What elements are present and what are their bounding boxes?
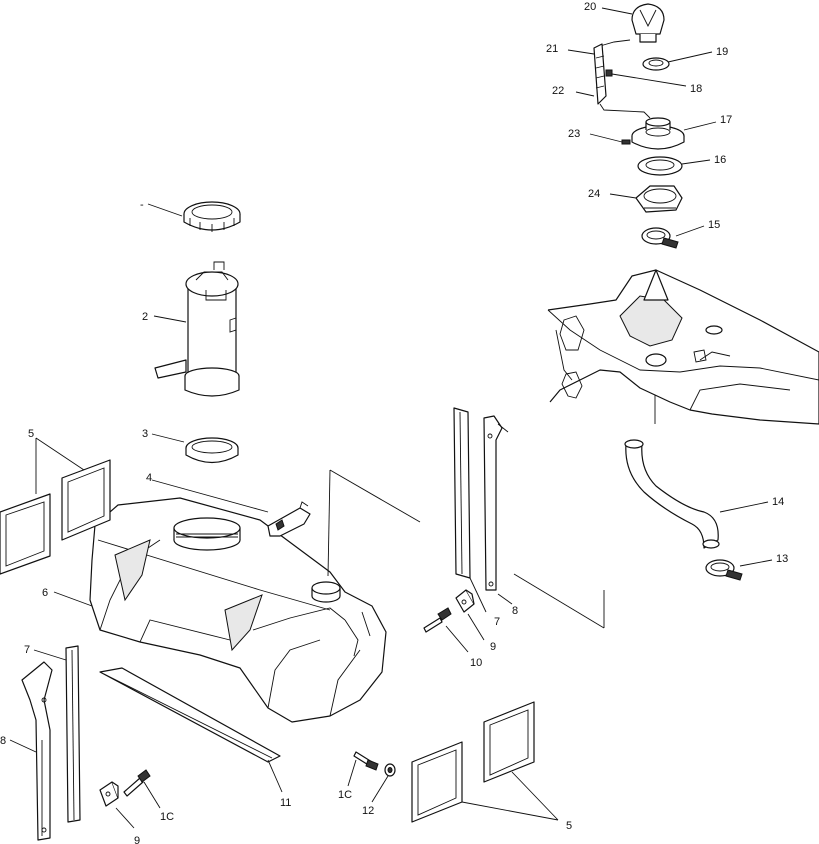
body-panel [547, 269, 819, 425]
strap-right-8 [483, 415, 509, 591]
frame-outline [327, 469, 605, 629]
label-6: 6 [42, 587, 48, 599]
callout-labels: - 2 3 4 5 6 7 8 9 1C 11 1C 12 5 7 8 9 10… [0, 1, 788, 844]
filler-neck [631, 117, 685, 150]
fuel-pump-module [154, 261, 240, 397]
strap-right-7 [453, 407, 471, 579]
bracket-right [455, 589, 475, 613]
filler-nut [635, 185, 683, 213]
label-lock-ring: - [140, 199, 144, 211]
pads-left [0, 459, 111, 575]
hose-clamp-upper [641, 227, 679, 249]
label-16: 16 [714, 154, 726, 166]
bolt-right [423, 607, 452, 633]
label-13: 13 [776, 553, 788, 565]
hose-clamp-lower [705, 559, 743, 581]
bracket-bottom-left [99, 781, 119, 807]
label-9-right: 9 [490, 641, 496, 653]
label-20: 20 [584, 1, 596, 13]
label-24: 24 [588, 188, 600, 200]
label-7-left: 7 [24, 644, 30, 656]
leader-lines [9, 7, 773, 829]
label-5-bottom: 5 [566, 820, 572, 832]
label-8-right: 8 [512, 605, 518, 617]
strap-long [99, 667, 281, 763]
filler-gasket [637, 156, 683, 176]
washer [384, 763, 396, 777]
filler-hose [624, 439, 720, 549]
label-8-left: 8 [0, 735, 6, 747]
strap-left-7 [65, 645, 81, 823]
pads-bottom [411, 701, 535, 823]
seal-ring [185, 437, 239, 464]
fuel-cap [631, 3, 665, 43]
cap-tether [593, 39, 651, 119]
label-3: 3 [142, 428, 148, 440]
label-14: 14 [772, 496, 784, 508]
bolt-bottom-left [123, 769, 151, 797]
label-5-left: 5 [28, 428, 34, 440]
label-23: 23 [568, 128, 580, 140]
label-11: 11 [280, 797, 291, 809]
filler-ring [642, 57, 670, 71]
fuel-tank [89, 497, 387, 723]
label-12: 12 [362, 805, 374, 817]
label-10-left: 1C [160, 811, 174, 823]
label-9-left: 9 [134, 835, 140, 844]
label-7-right: 7 [494, 616, 500, 628]
label-22: 22 [552, 85, 564, 97]
label-21: 21 [546, 43, 558, 55]
label-2: 2 [142, 311, 148, 323]
label-10-bottom: 1C [338, 789, 352, 801]
label-18: 18 [690, 83, 702, 95]
label-4: 4 [146, 472, 152, 484]
lock-ring [183, 201, 241, 232]
strap-left-8 [21, 661, 53, 841]
label-15: 15 [708, 219, 720, 231]
label-19: 19 [716, 46, 728, 58]
screw [621, 139, 631, 145]
bracket-piece [267, 501, 311, 537]
bolt-bottom-middle [353, 751, 379, 771]
label-17: 17 [720, 114, 732, 126]
label-10-right: 10 [470, 657, 482, 669]
